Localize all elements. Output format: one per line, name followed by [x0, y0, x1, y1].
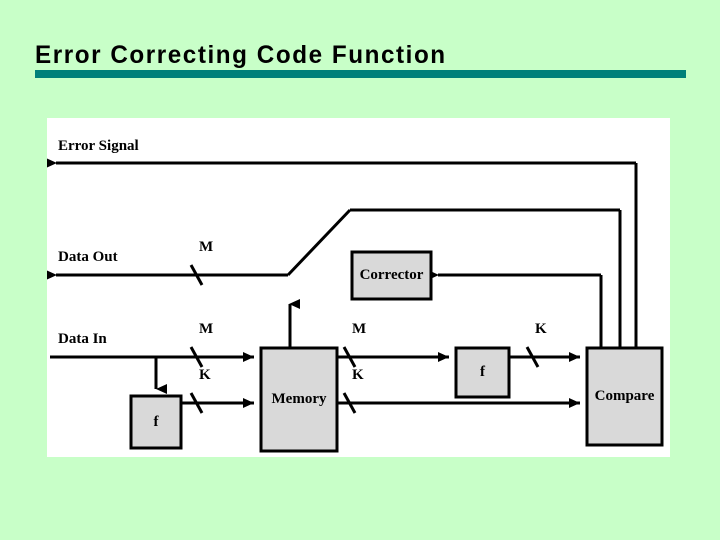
label-data-in: Data In: [58, 331, 107, 347]
bus-tick-memory-out-k: [342, 392, 357, 414]
wire-corrector-out-diagonal: [286, 208, 352, 277]
label-data-out: Data Out: [58, 249, 118, 265]
bus-label-f-right-k: K: [535, 321, 547, 337]
block-memory: [259, 346, 339, 453]
block-diagram-svg: [47, 158, 664, 453]
bus-label-data-in-m: M: [199, 321, 214, 337]
bus-tick-data-out-m: [189, 264, 204, 286]
block-compare: [585, 346, 664, 447]
bus-label-data-out-m: M: [199, 239, 214, 255]
bus-tick-f-left-k: [189, 392, 204, 414]
title-underline-rule: [35, 70, 686, 78]
bus-tick-data-in-m: [189, 346, 204, 368]
block-corrector: [350, 250, 433, 301]
diagram-panel: Error Signal Data Out Data In M M K M K …: [47, 118, 670, 457]
block-f-left: [129, 394, 183, 450]
bus-label-memory-out-m: M: [352, 321, 367, 337]
bus-label-f-left-k: K: [199, 367, 211, 383]
page-title: Error Correcting Code Function: [35, 41, 447, 69]
label-error-signal: Error Signal: [58, 138, 139, 154]
bus-tick-f-right-k: [525, 346, 540, 368]
bus-tick-memory-out-m: [342, 346, 357, 368]
bus-label-memory-out-k: K: [352, 367, 364, 383]
block-f-right: [454, 346, 511, 399]
